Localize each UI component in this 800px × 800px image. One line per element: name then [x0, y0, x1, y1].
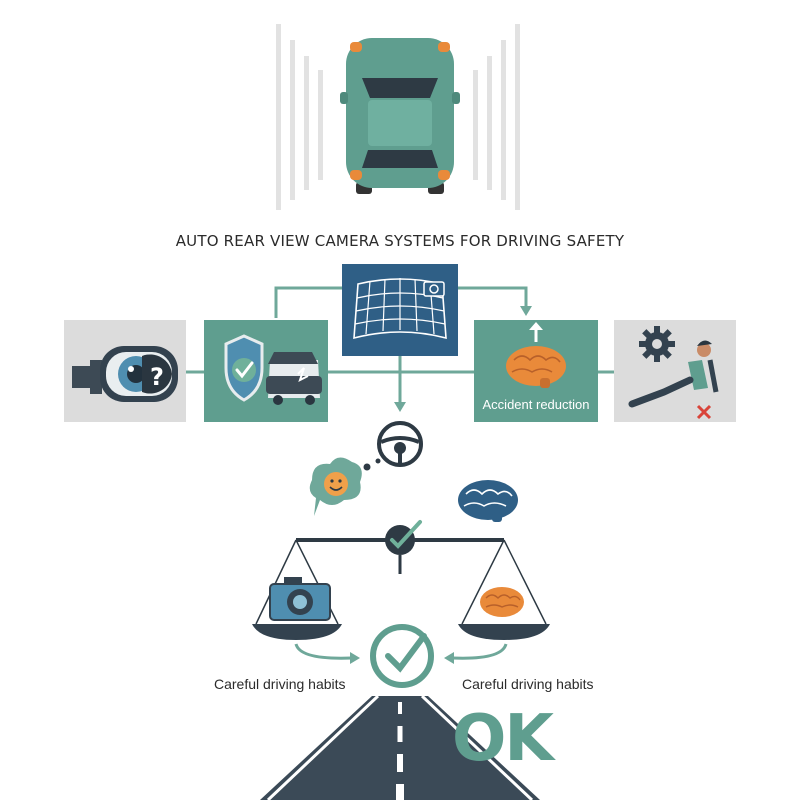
flow-connectors — [186, 286, 614, 404]
accident-reduction-label: Accident reduction — [482, 397, 590, 412]
brain-icon — [458, 480, 518, 522]
right-habit-label: Careful driving habits — [462, 676, 594, 692]
road-icon — [260, 694, 540, 800]
ok-label: OK — [452, 702, 554, 776]
balance-scale-icon — [252, 520, 550, 640]
smiley-thought-bubble-icon — [309, 457, 381, 516]
svg-text:?: ? — [150, 363, 164, 391]
camera-icon — [269, 577, 331, 621]
accident-reduction-box — [474, 320, 598, 422]
gear-person-seat-icon — [628, 326, 719, 420]
check-circle-icon — [370, 624, 434, 688]
left-habit-label: Careful driving habits — [214, 676, 346, 692]
mirror-eye-box: ? — [64, 320, 186, 422]
brain-up-arrow-icon — [506, 322, 566, 388]
camera-screen-box — [342, 264, 458, 356]
shield-check-car-icon — [224, 334, 322, 405]
gear-person-box — [614, 320, 736, 422]
habit-arrows — [294, 643, 508, 660]
page-title: AUTO REAR VIEW CAMERA SYSTEMS FOR DRIVIN… — [175, 232, 625, 250]
camera-grid-screen-icon — [353, 278, 447, 340]
mirror-eye-question-icon: ? — [72, 346, 178, 402]
car-topview-icon — [276, 24, 520, 210]
shield-car-box — [204, 320, 328, 422]
steering-wheel-icon — [377, 421, 423, 467]
orange-brain-icon — [480, 587, 524, 617]
